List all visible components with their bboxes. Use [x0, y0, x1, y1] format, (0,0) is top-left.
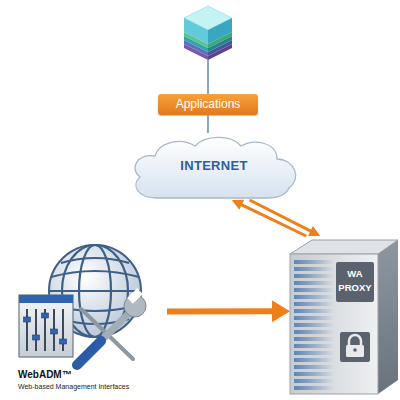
server-illustration-part [294, 288, 334, 292]
server-illustration-part [336, 262, 374, 302]
server-illustration-part [294, 260, 334, 264]
globe-tools-illustration-part-part [26, 309, 28, 351]
globe-tools-illustration-part [101, 313, 129, 341]
globe-tools-illustration-part-part [49, 290, 141, 292]
globe-tools-illustration-part [19, 295, 73, 357]
server-illustration-part [294, 302, 334, 306]
server-illustration-part [353, 348, 357, 352]
server-illustration-part [340, 332, 370, 362]
box-label: Applications [158, 94, 258, 115]
connector-line [167, 308, 273, 314]
server-illustration-part [294, 281, 334, 285]
cube-stack-icon-part [208, 44, 232, 60]
globe-tools-illustration-part [27, 309, 63, 351]
server-illustration [290, 236, 398, 396]
arrow-head [232, 200, 244, 210]
server-illustration-part [294, 337, 334, 341]
connector-line [241, 204, 306, 236]
globe-tools-illustration-part [24, 313, 67, 344]
connector [232, 200, 306, 236]
server-illustration-part [294, 372, 334, 376]
product-subtitle: Web-based Management Interfaces [18, 383, 129, 390]
proxy-server: WA PROXY [290, 236, 398, 396]
globe-tools-illustration-part-part [60, 339, 67, 344]
globe-tools-illustration-part-part [33, 335, 40, 340]
globe-tools-illustration-part [127, 288, 143, 304]
icon-stem-line [207, 60, 209, 94]
server-illustration-part [294, 274, 334, 278]
server-illustration-part [294, 295, 334, 299]
server-illustration-part [294, 309, 334, 313]
server-illustration-part [378, 240, 398, 394]
globe-tools-illustration-part [19, 295, 73, 303]
server-illustration-part [349, 335, 361, 346]
cube-stack-icon-part [184, 44, 208, 60]
server-illustration-part [294, 365, 334, 369]
server-illustration-part [294, 379, 334, 383]
globe-tools-illustration-part-part [24, 317, 31, 322]
server-illustration-part [294, 330, 334, 334]
globe-tools-illustration-part-part [42, 313, 49, 318]
connector [207, 115, 208, 133]
internet-cloud: INTERNET [125, 133, 303, 200]
arrow-head [272, 300, 290, 322]
server-illustration-part [294, 267, 334, 271]
server-illustration-part [294, 358, 334, 362]
connector [250, 200, 321, 236]
connector-line [207, 115, 209, 133]
application-box: Applications [158, 94, 258, 115]
globe-tools-illustration-part-part [51, 271, 139, 277]
server-illustration-part [294, 316, 334, 320]
server-illustration-part [294, 351, 334, 355]
arrow-head [308, 226, 320, 236]
server-illustration-part [294, 344, 334, 348]
globe-tools-illustration-part-part [35, 309, 37, 351]
globe-tools-illustration-part-part [61, 258, 129, 263]
server-label: WA PROXY [336, 267, 374, 295]
connector [167, 300, 290, 322]
server-illustration-part [290, 254, 378, 394]
globe-tools-illustration-part-part [62, 309, 64, 351]
globe-tools-illustration-part-part [51, 329, 58, 334]
cube-stack-icon [184, 6, 232, 60]
cloud-label: INTERNET [125, 158, 303, 173]
server-illustration-part [346, 345, 364, 357]
connector-line [250, 200, 312, 231]
server-illustration-part [294, 323, 334, 327]
webadm-icon: WebADM™ Web-based Management Interfaces [15, 243, 167, 395]
globe-tools-illustration-part [77, 341, 101, 365]
server-illustration-part [294, 386, 334, 390]
product-name: WebADM™ [18, 369, 72, 380]
